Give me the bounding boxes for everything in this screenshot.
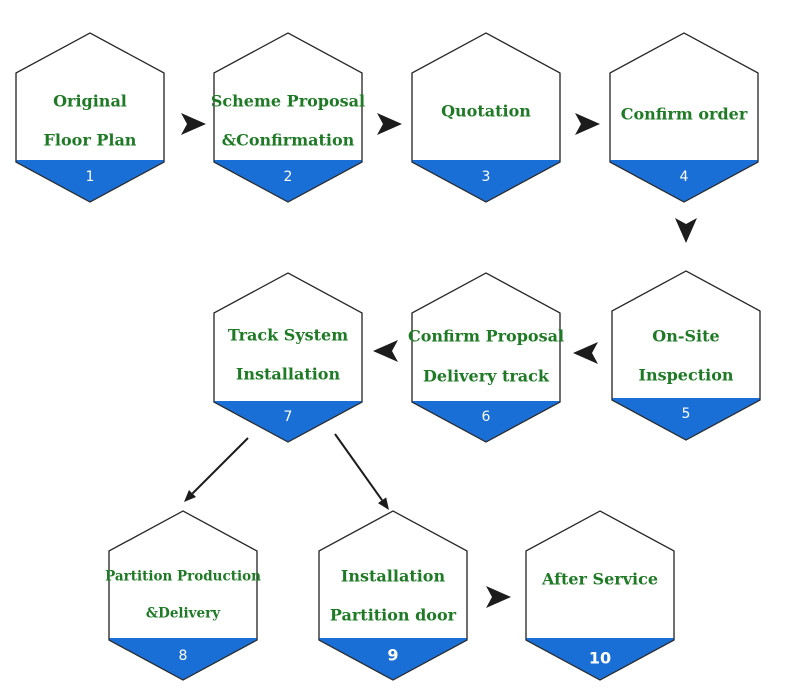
arrowhead-icon [377, 497, 389, 510]
number-band [109, 638, 257, 680]
arrow-down-icon [675, 218, 697, 243]
number-band [412, 401, 560, 442]
number-band [612, 398, 760, 440]
step-node-2: Scheme Proposal&Confirmation 2 [211, 32, 365, 203]
step-label-line: Floor Plan [44, 131, 137, 150]
hexagon-outline [611, 270, 761, 441]
arrowhead-icon [184, 489, 197, 502]
step-label-line: Scheme Proposal [211, 92, 365, 111]
step-number: 4 [680, 169, 689, 185]
step-number: 6 [482, 409, 491, 425]
arrow-right-icon [377, 113, 402, 135]
step-number: 1 [86, 169, 95, 185]
hexagon-outline [411, 272, 561, 443]
step-number: 9 [387, 646, 398, 665]
hexagon-outline [609, 32, 759, 203]
step-label-line: Original [53, 92, 127, 111]
hexagon-outline [213, 272, 363, 443]
number-band [526, 638, 674, 680]
arrow-shaft [191, 437, 249, 495]
arrow-left-icon [573, 342, 598, 364]
arrow-to-step-8 [184, 437, 249, 502]
step-node-3: Quotation 3 [411, 32, 561, 203]
step-number: 2 [284, 169, 293, 185]
step-node-8: Partition Production&Delivery 8 [105, 510, 261, 681]
number-band [214, 401, 362, 442]
number-band [412, 160, 560, 202]
step-label-line: Delivery track [423, 367, 550, 386]
step-label-line: Confirm order [621, 105, 748, 124]
flow-arrows [181, 113, 697, 608]
step-number: 8 [179, 648, 188, 664]
hexagon-outline [411, 32, 561, 203]
hexagon-outline [318, 510, 468, 681]
hexagon-outline [108, 510, 258, 681]
number-band [214, 160, 362, 202]
step-label-line: &Delivery [146, 606, 221, 622]
step-label-line: On-Site [652, 327, 719, 346]
arrow-right-icon [575, 113, 600, 135]
step-node-4: Confirm order 4 [609, 32, 759, 203]
number-band [610, 160, 758, 202]
arrow-shaft [334, 433, 383, 501]
hexagon-outline [213, 32, 363, 203]
step-label-line: Track System [228, 326, 348, 345]
step-label-line: Inspection [638, 366, 733, 385]
step-number: 10 [589, 649, 611, 668]
arrow-right-icon [181, 113, 206, 135]
arrow-right-icon [486, 586, 511, 608]
step-label-line: &Confirmation [222, 131, 355, 150]
hexagon-outline [15, 32, 165, 203]
step-label-line: Installation [236, 365, 341, 384]
step-label-line: Partition Production [105, 569, 261, 585]
step-label-line: After Service [541, 570, 658, 589]
arrow-to-step-9 [334, 433, 389, 510]
step-label-line: Partition door [330, 606, 457, 625]
step-node-10: After Service 10 [525, 510, 675, 681]
step-number: 7 [284, 409, 293, 425]
step-label-line: Confirm Proposal [408, 327, 564, 346]
step-number: 3 [482, 169, 491, 185]
hexagon-outline [525, 510, 675, 681]
step-label-line: Quotation [441, 102, 531, 121]
step-label-line: Installation [341, 567, 446, 586]
number-band [16, 160, 164, 202]
number-band [319, 638, 467, 680]
arrow-left-icon [373, 340, 398, 362]
step-number: 5 [682, 406, 691, 422]
